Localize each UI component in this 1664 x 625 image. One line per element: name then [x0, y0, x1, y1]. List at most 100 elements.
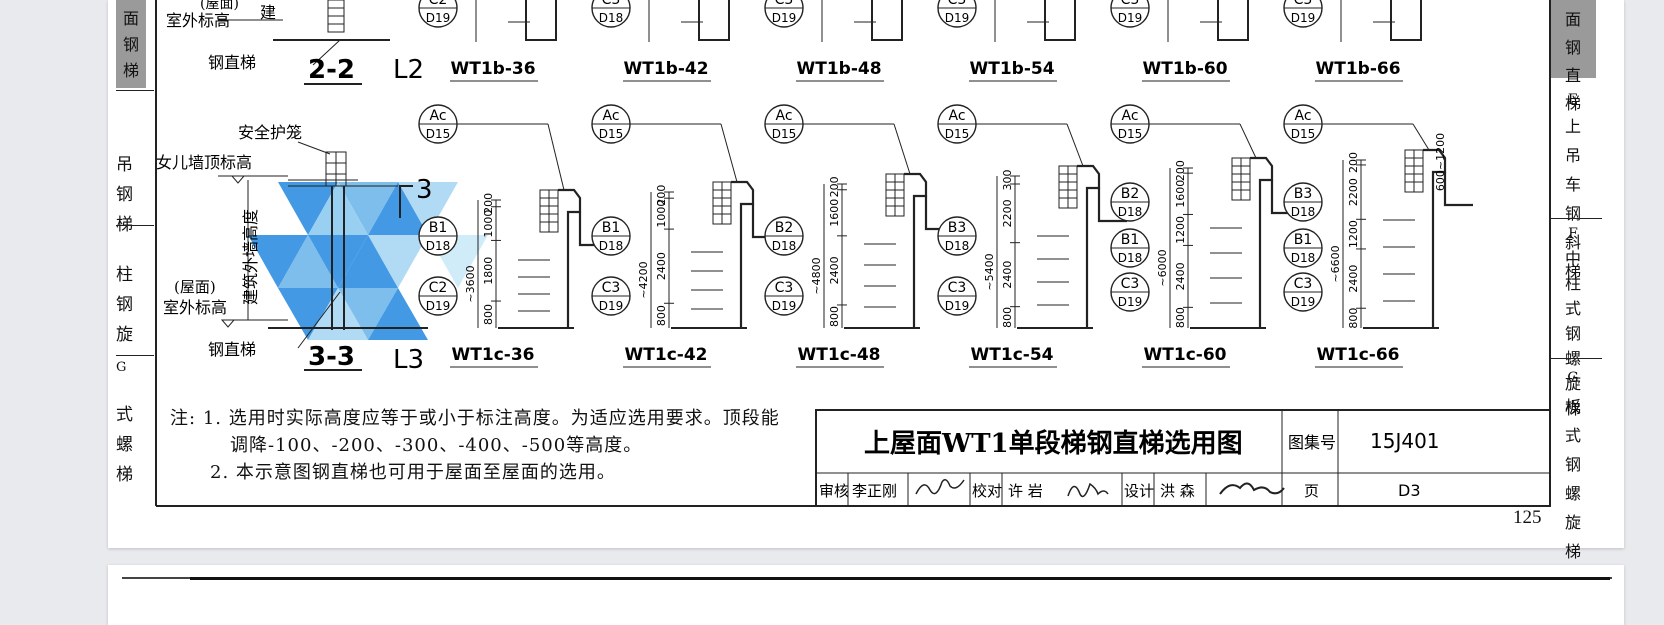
design-label: 设计 [1124, 482, 1154, 500]
s22-l-marker: L2 [393, 55, 424, 85]
row-c-dim-5-1: 1600 [1174, 180, 1187, 208]
row-b-bubble-4-code: C3 [948, 0, 967, 8]
row-c-dim-6-4: 800 [1347, 308, 1360, 329]
title-block-grid [815, 409, 1551, 507]
row-c-bubble-a-2-code: B1 [602, 220, 621, 236]
row-c-total-4: ~5400 [983, 253, 996, 290]
right-top-tab[interactable]: 面钢直梯 [1550, 0, 1596, 113]
row-c-bubble-b-5-code: B1 [1121, 232, 1140, 248]
row-c-top-bubble-5-code: Ac [1121, 108, 1138, 124]
left-index-strip: 面钢梯 吊钢梯 柱钢旋 G 式螺梯 [108, 0, 154, 508]
row-c-dim-2-0: 200 [655, 185, 668, 206]
row-b-model-4: WT1b-54 [969, 59, 1054, 79]
row-b-bubble-1-sub: D19 [426, 11, 451, 25]
row-c-bubble-c-5-code: C3 [1121, 276, 1140, 292]
row-c-dim-1-0: 200 [482, 193, 495, 214]
row-c-top-bubble-1-code: Ac [429, 108, 446, 124]
row-c-bubble-b-1-sub: D19 [426, 299, 451, 313]
right-index-f[interactable]: 中柱式钢螺旋梯 [1564, 249, 1581, 418]
row-c-dim-5-4: 800 [1174, 307, 1187, 328]
left-top-tab[interactable]: 面钢梯 [116, 0, 146, 88]
note-1: 1. 选用时实际高度应等于或小于标注高度。为适应选用要求。顶段能 [202, 408, 780, 429]
row-c-bubble-b-4-sub: D19 [945, 299, 970, 313]
row-c-dim-3-3: 800 [828, 306, 841, 327]
row-b-rail-3 [871, 0, 903, 41]
check-label: 校对 [972, 482, 1002, 500]
row-c-rail-3 [904, 172, 928, 328]
row-c-bubble-b-4-code: C3 [948, 280, 967, 296]
row-c-dim-2-2: 2400 [655, 252, 668, 280]
row-b-bubble-4-sub: D19 [945, 11, 970, 25]
reviewer-signature [915, 479, 965, 495]
drawing-title: 上屋面WT1单段梯钢直梯选用图 [864, 428, 1243, 459]
s22-roof-label: (屋面) [200, 0, 239, 12]
reviewer-name: 李正刚 [852, 482, 897, 500]
row-c-dim-4-3: 800 [1001, 307, 1014, 328]
left-letter-g: G [116, 360, 127, 375]
row-c-top-dim: 600~1200 [1434, 133, 1447, 191]
row-c-top-bubble-3-code: Ac [775, 108, 792, 124]
row-c-bubble-a-2-sub: D18 [599, 239, 624, 253]
row-c-model-5: WT1c-60 [1144, 345, 1227, 365]
atlas-label: 图集号 [1288, 433, 1336, 452]
s33-top-marker: 3 [416, 175, 433, 205]
row-b-model-2: WT1b-42 [623, 59, 708, 79]
row-c-bubble-b-5-sub: D18 [1118, 251, 1143, 265]
row-c-dim-6-2: 1200 [1347, 220, 1360, 248]
row-c-roof-4 [1097, 188, 1127, 223]
row-c-bubble-b-3-code: C3 [775, 280, 794, 296]
row-c-model-6: WT1c-66 [1317, 345, 1400, 365]
note-2: 2. 本示意图钢直梯也可用于屋面至屋面的选用。 [210, 462, 616, 483]
row-c-bubble-a-4-code: B3 [948, 220, 967, 236]
row-c-dim-3-1: 1600 [828, 199, 841, 227]
row-c-dim-1-1: 1000 [482, 210, 495, 238]
row-c-roof-6 [1443, 172, 1473, 207]
page-number: 125 [1513, 507, 1542, 528]
row-b-bubble-5-sub: D19 [1118, 11, 1143, 25]
row-c-dim-5-2: 1200 [1174, 216, 1187, 244]
row-c-bubble-b-2-code: C3 [602, 280, 621, 296]
left-top-tab-label: 面钢梯 [122, 9, 139, 80]
page-label: 页 [1304, 482, 1319, 500]
right-letter-g: G [1567, 370, 1579, 386]
right-index-strip: 面钢直梯 E 上吊车钢斜梯 F 中柱式钢螺旋梯 G 板式钢螺旋梯 [1550, 0, 1602, 561]
row-c-bubble-b-3-sub: D19 [772, 299, 797, 313]
row-c-dim-3-2: 2400 [828, 256, 841, 284]
row-c-bubble-b-6-code: B1 [1294, 232, 1313, 248]
row-c-bubble-a-6-sub: D18 [1291, 205, 1316, 219]
row-c-dim-1-3: 800 [482, 304, 495, 325]
atlas-number: 15J401 [1370, 429, 1440, 453]
row-c-dim-5-3: 2400 [1174, 262, 1187, 290]
section-2-2 [218, 0, 390, 66]
row-c-model-2: WT1c-42 [625, 345, 708, 365]
s33-ladder-label: 钢直梯 [208, 340, 256, 359]
row-c-total-5: ~6000 [1156, 249, 1169, 286]
left-index-item-3[interactable]: 式螺梯 [116, 405, 133, 485]
row-c-dim-3-0: 200 [828, 176, 841, 197]
row-c-rail-2 [731, 180, 755, 328]
section-3-3-ladder [218, 151, 428, 349]
notes: 注: 1. 选用时实际高度应等于或小于标注高度。为适应选用要求。顶段能 调降-1… [170, 405, 780, 486]
row-b-bubble-6-sub: D19 [1291, 11, 1316, 25]
row-b-bubble-3-code: C3 [775, 0, 794, 8]
row-c-rail-4 [1077, 164, 1101, 328]
row-b-model-1: WT1b-36 [450, 59, 535, 79]
row-c-bubble-a-4-sub: D18 [945, 239, 970, 253]
s33-l-marker: L3 [393, 345, 424, 375]
row-c-bubble-a-3-sub: D18 [772, 239, 797, 253]
row-b-rail-6 [1390, 0, 1422, 41]
page-code: D3 [1398, 481, 1421, 500]
row-c-dim-2-1: 1000 [655, 200, 668, 228]
drawing-svg: (屋面) 室外标高 建 钢直梯 2-2 L2 安全护笼 女儿墙顶标高 建筑 [155, 0, 1551, 507]
blue-watermark [248, 182, 488, 340]
row-c-top-bubble-4-code: Ac [948, 108, 965, 124]
left-index-item-2[interactable]: 柱钢旋 [116, 265, 133, 345]
row-c-bubble-c-6-sub: D19 [1291, 295, 1316, 309]
s22-ladder-label: 钢直梯 [208, 53, 256, 72]
designer-signature [1219, 482, 1285, 495]
s33-guard-label: 安全护笼 [238, 123, 302, 142]
right-letter-f: F [1568, 226, 1578, 242]
row-c-bubble-b-2-sub: D19 [599, 299, 624, 313]
notes-prefix: 注: [170, 408, 197, 429]
right-index-g[interactable]: 板式钢螺旋梯 [1564, 397, 1581, 561]
